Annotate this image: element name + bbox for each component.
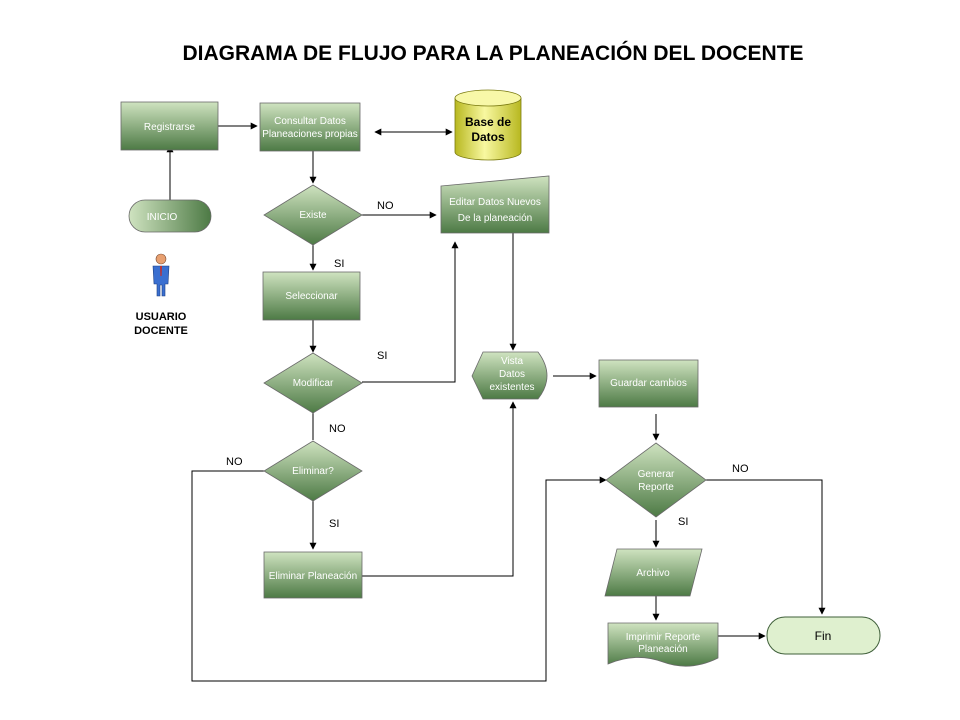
node-registrarse: Registrarse [120,101,219,151]
node-seleccionar-label: Seleccionar [285,291,338,302]
node-generar-line1: Generar [638,469,675,480]
node-imprimir-line2: Planeación [638,644,687,655]
node-guardar-label: Guardar cambios [610,378,687,389]
page-title: DIAGRAMA DE FLUJO PARA LA PLANEACIÓN DEL… [182,41,803,65]
node-eliminar-planeacion-label: Eliminar Planeación [269,571,357,582]
label-generar-no: NO [732,463,749,475]
node-generar-line2: Reporte [638,482,674,493]
usuario-label-line1: USUARIO [136,311,187,323]
node-generar-reporte: Generar Reporte [605,442,707,518]
edge-generar-fin [706,479,826,615]
node-consultar-datos: Consultar Datos Planeaciones propias [259,102,361,152]
label-modificar-no: NO [329,423,346,435]
node-archivo: Archivo [604,548,703,597]
node-existe: Existe [263,184,363,246]
node-modificar-label: Modificar [293,378,334,389]
node-eliminar-q-label: Eliminar? [292,466,334,477]
node-inicio-label: INICIO [147,212,178,223]
label-eliminar-si: SI [329,518,339,530]
usuario-label-line2: DOCENTE [134,325,188,337]
node-imprimir-reporte: Imprimir Reporte Planeación [607,622,719,667]
node-vista-datos: Vista Datos existentes [471,351,548,400]
node-vista-line3: existentes [489,382,534,393]
node-base-de-datos: Base de Datos [454,89,522,161]
node-imprimir-line1: Imprimir Reporte [626,632,701,643]
node-consultar-line2: Planeaciones propias [262,129,358,140]
label-generar-si: SI [678,516,688,528]
label-existe-si: SI [334,258,344,270]
node-editar-datos: Editar Datos Nuevos De la planeación [440,175,550,234]
node-seleccionar: Seleccionar [262,271,361,321]
label-eliminar-no: NO [226,456,243,468]
edge-eliminar-no-generar [191,470,607,682]
node-archivo-label: Archivo [636,568,670,579]
node-editar-line1: Editar Datos Nuevos [449,197,541,208]
node-vista-line1: Vista [501,356,523,367]
node-fin-label: Fin [815,629,832,643]
node-registrarse-label: Registrarse [144,122,196,133]
node-eliminar-planeacion: Eliminar Planeación [263,551,363,599]
node-existe-label: Existe [299,210,327,221]
connectors [166,122,826,682]
node-vista-line2: Datos [499,369,525,380]
edge-modificar-editar [362,241,459,383]
edge-labels: NO SI SI NO NO SI NO SI [226,200,749,530]
node-guardar-cambios: Guardar cambios [598,359,699,408]
label-existe-no: NO [377,200,394,212]
person-icon [152,253,170,297]
node-modificar: Modificar [263,352,363,414]
node-eliminar-pregunta: Eliminar? [263,440,363,502]
node-base-line2: Datos [471,130,505,144]
node-inicio: INICIO [128,199,212,233]
node-base-line1: Base de [465,115,511,129]
node-fin: Fin [766,616,881,655]
label-modificar-si: SI [377,350,387,362]
node-consultar-line1: Consultar Datos [274,116,346,127]
edge-eliminarplaneacion-vista [362,401,517,577]
node-editar-line2: De la planeación [458,213,533,224]
